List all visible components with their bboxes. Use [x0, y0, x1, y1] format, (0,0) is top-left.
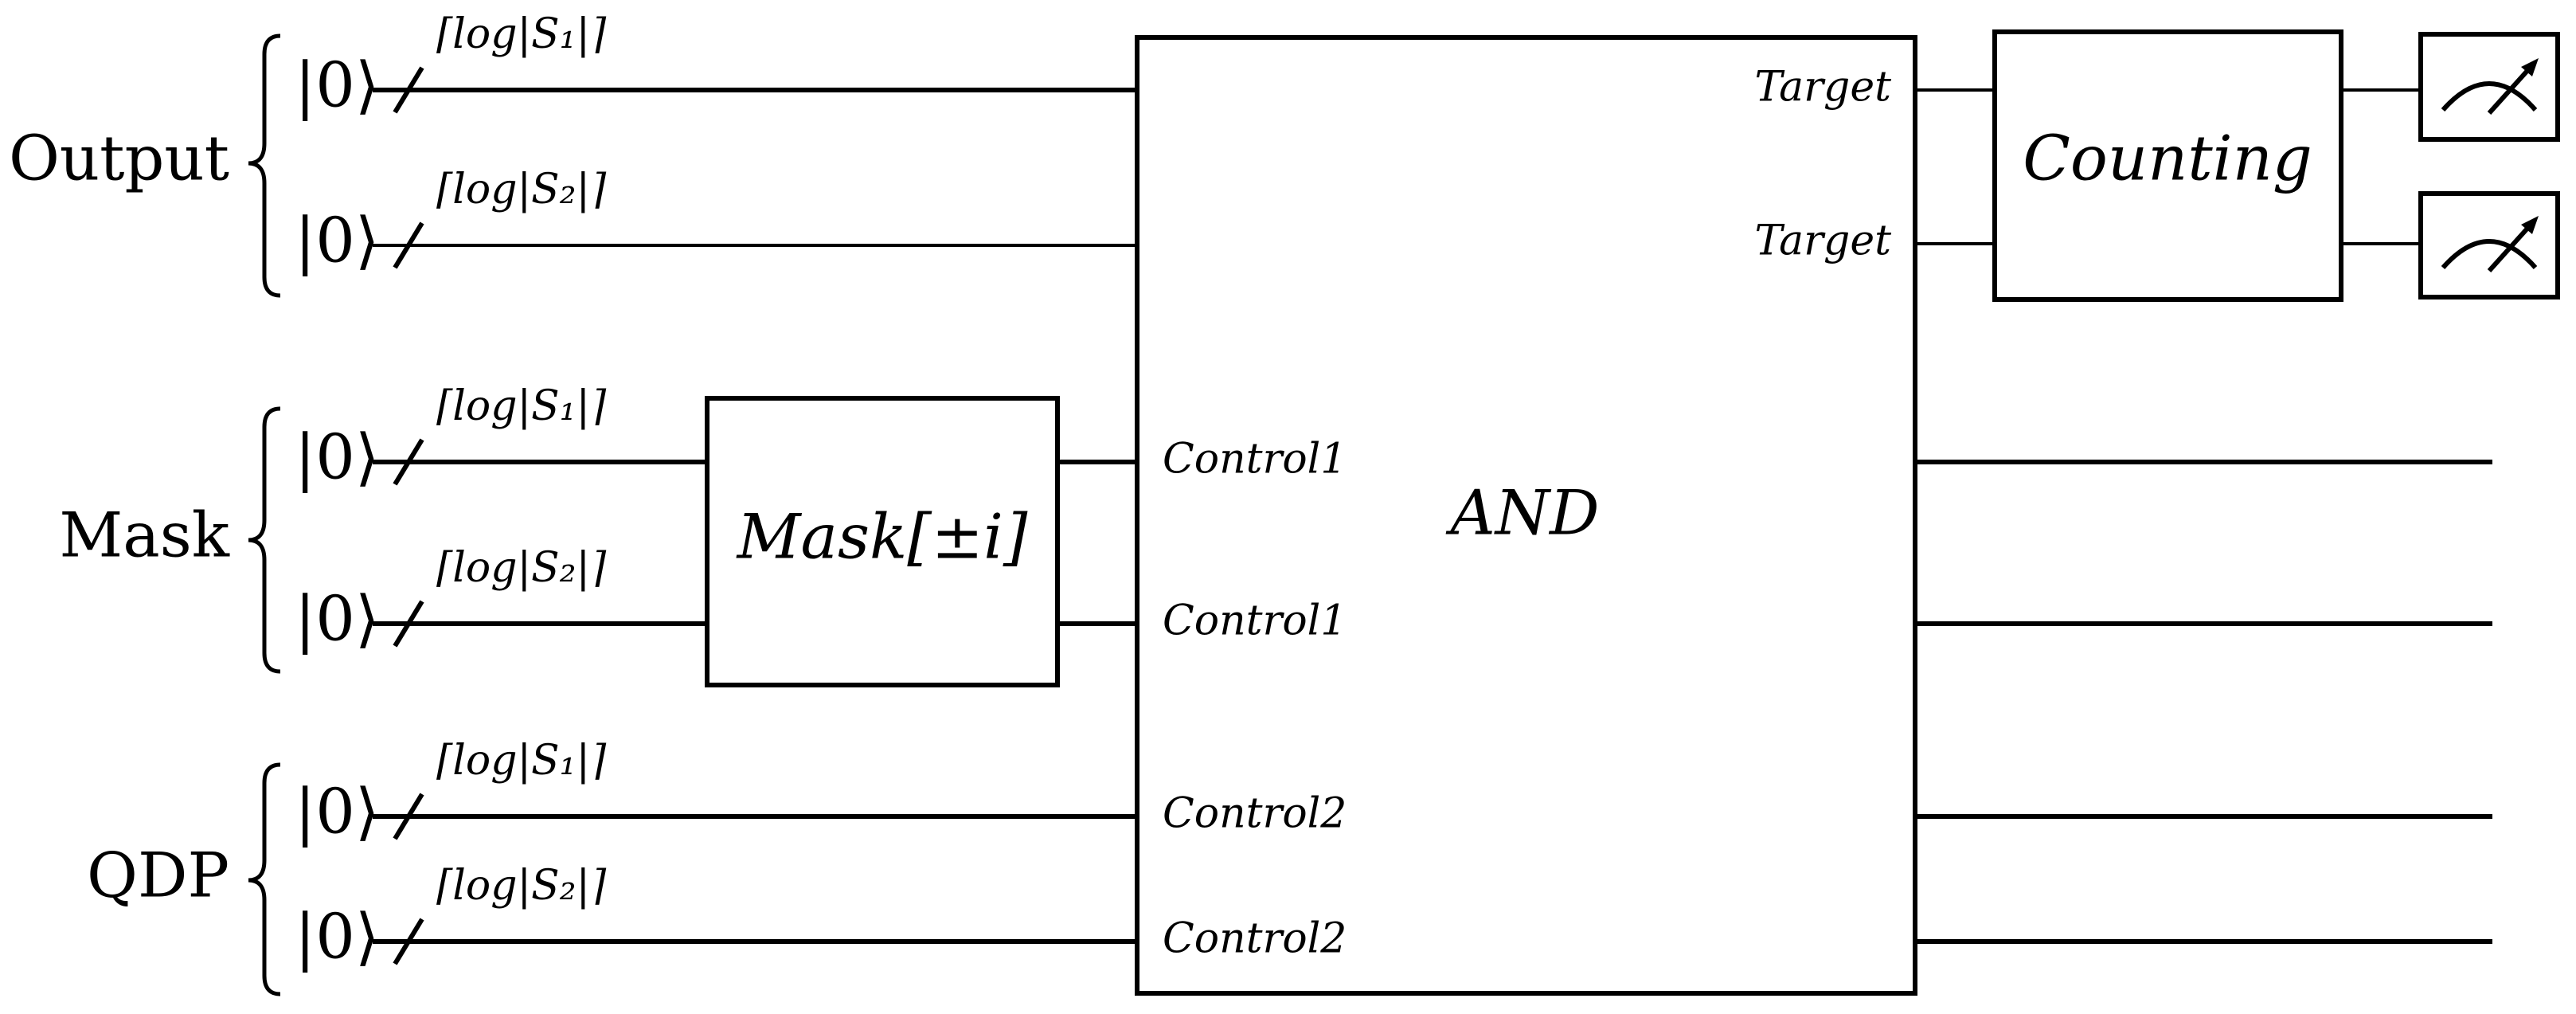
bus-slash	[393, 438, 424, 486]
and-port-control2-2: Control2	[1163, 915, 1347, 963]
mask-gate-box	[705, 396, 1060, 687]
register-label-output: Output	[9, 123, 229, 195]
ket-zero: |0⟩	[295, 50, 379, 122]
and-port-target-2: Target	[1755, 217, 1892, 265]
bus-slash	[393, 221, 424, 269]
and-gate-label: AND	[1445, 478, 1599, 550]
measurement-meter-icon	[2418, 32, 2560, 142]
counting-gate-box	[1992, 29, 2343, 302]
bus-slash	[393, 918, 424, 965]
and-port-control2-1: Control2	[1163, 790, 1347, 838]
mask-gate-label: Mask[±i]	[736, 502, 1028, 574]
mask-gate: Mask[±i]	[705, 396, 1060, 687]
counting-gate: Counting	[1992, 29, 2343, 302]
register-label-qdp: QDP	[87, 840, 229, 912]
wires	[373, 88, 2492, 944]
qubit-count-labels: ⌈log|S₁|⌉ ⌈log|S₂|⌉ ⌈log|S₁|⌉ ⌈log|S₂|⌉ …	[436, 10, 607, 910]
ket-zero: |0⟩	[295, 777, 379, 848]
brace-qdp	[248, 762, 281, 996]
counting-gate-label: Counting	[2023, 123, 2312, 195]
initial-kets: |0⟩ |0⟩ |0⟩ |0⟩ |0⟩ |0⟩	[295, 50, 379, 973]
measurement-meter-icon	[2418, 191, 2560, 300]
and-gate: AND Target Target Control1 Control1 Cont…	[1135, 35, 1917, 996]
ket-zero: |0⟩	[295, 584, 379, 656]
and-port-control1-1: Control1	[1163, 436, 1347, 484]
ket-zero: |0⟩	[295, 902, 379, 973]
qubit-count-label: ⌈log|S₂|⌉	[436, 862, 607, 910]
and-gate-box	[1135, 35, 1917, 996]
brace-mask	[248, 406, 281, 674]
brace-output	[248, 33, 281, 298]
register-labels: Output Mask QDP	[9, 123, 230, 912]
qubit-count-label: ⌈log|S₂|⌉	[436, 544, 607, 592]
qubit-count-label: ⌈log|S₁|⌉	[436, 10, 607, 58]
qubit-count-label: ⌈log|S₂|⌉	[436, 166, 607, 213]
ket-zero: |0⟩	[295, 206, 379, 277]
register-braces	[248, 33, 281, 996]
qubit-count-label: ⌈log|S₁|⌉	[436, 382, 607, 430]
bus-slashes	[393, 66, 424, 965]
and-port-target-1: Target	[1755, 64, 1892, 112]
and-port-control1-2: Control1	[1163, 597, 1347, 645]
bus-slash	[393, 793, 424, 840]
ket-zero: |0⟩	[295, 422, 379, 494]
bus-slash	[393, 66, 424, 114]
bus-slash	[393, 600, 424, 648]
qubit-count-label: ⌈log|S₁|⌉	[436, 737, 607, 785]
register-label-mask: Mask	[59, 500, 229, 572]
